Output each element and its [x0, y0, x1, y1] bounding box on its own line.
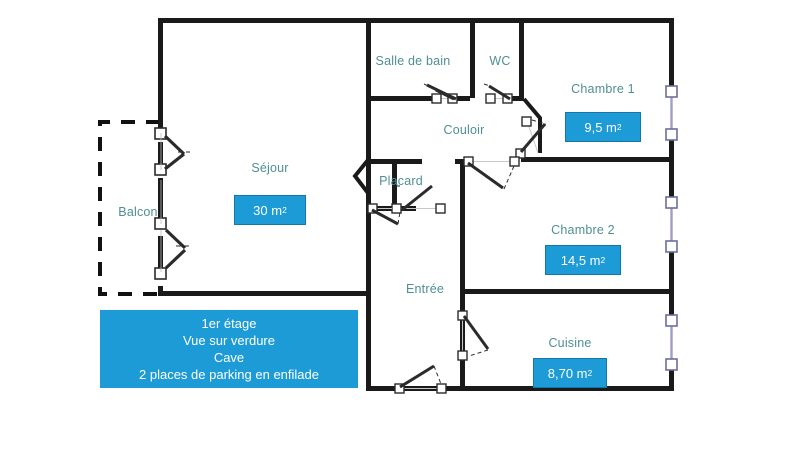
window-chambre1-upper	[665, 85, 678, 141]
door-entree-main	[394, 364, 447, 394]
interior-walls	[352, 18, 672, 391]
door-chambre-1	[515, 116, 547, 159]
door-balcon-mid	[154, 180, 167, 230]
door-chambre-2	[463, 156, 520, 190]
door-cuisine	[457, 310, 490, 361]
balcony-outline	[98, 120, 160, 296]
exterior-walls	[158, 18, 674, 391]
door-sejour-entree	[367, 203, 401, 226]
door-balcon-bottom	[154, 228, 189, 280]
door-salle-de-bain	[423, 83, 458, 104]
door-placard	[391, 184, 446, 214]
window-cuisine-lower	[665, 314, 678, 371]
door-wc	[483, 83, 513, 104]
window-chambre2-upper	[665, 196, 678, 253]
door-balcon-top	[154, 127, 190, 176]
